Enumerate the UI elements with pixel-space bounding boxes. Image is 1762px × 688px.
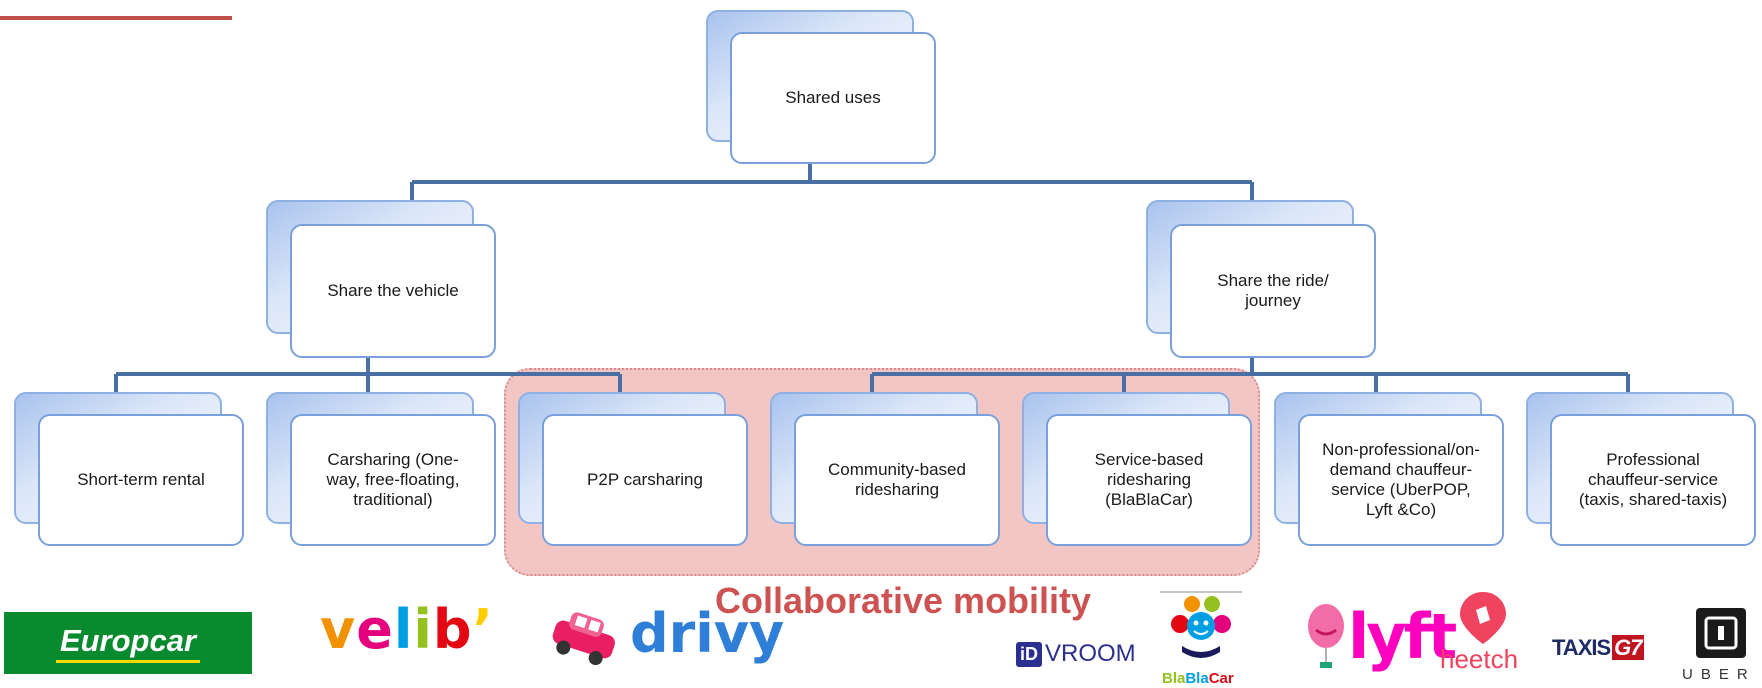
node-shared-uses-label: Shared uses: [730, 32, 936, 164]
idvroom-id-mark: iD: [1016, 641, 1042, 667]
uber-logo-text: UBER: [1682, 666, 1756, 683]
node-share-ride-label: Share the ride/ journey: [1170, 224, 1376, 358]
heetch-logo: heetch: [1440, 590, 1530, 674]
node-p2p-carsharing: P2P carsharing: [518, 392, 748, 546]
blablacar-dots-icon: [1160, 591, 1242, 658]
connector-root: [410, 160, 1254, 203]
connector-vehicle: [114, 357, 622, 393]
leaf-label: Short-term rental: [38, 414, 244, 546]
node-community-ridesharing: Community-based ridesharing: [770, 392, 1000, 546]
heetch-pin-icon: [1460, 592, 1506, 644]
node-nonprofessional-chauffeur: Non-professional/on- demand chauffeur- s…: [1274, 392, 1504, 546]
node-shared-uses: Shared uses: [706, 10, 936, 164]
lyft-logo-text: lyft: [1348, 600, 1457, 673]
node-carsharing: Carsharing (One- way, free-floating, tra…: [266, 392, 496, 546]
connector-ride: [870, 357, 1630, 393]
heetch-logo-text: heetch: [1440, 644, 1519, 674]
node-share-vehicle-label: Share the vehicle: [290, 224, 496, 358]
europcar-logo-text: Europcar: [55, 623, 201, 663]
node-share-vehicle: Share the vehicle: [266, 200, 496, 358]
europcar-logo: Europcar: [4, 612, 252, 674]
pink-mustache-balloon-icon: [1308, 604, 1344, 668]
drivy-logo: drivy: [548, 602, 784, 671]
leaf-label: Carsharing (One- way, free-floating, tra…: [290, 414, 496, 546]
node-service-ridesharing: Service-based ridesharing (BlaBlaCar): [1022, 392, 1252, 546]
idvroom-text: VROOM: [1045, 640, 1136, 667]
leaf-label: P2P carsharing: [542, 414, 748, 546]
idvroom-logo: iD VROOM: [1016, 640, 1136, 668]
uber-square-icon: [1696, 608, 1746, 658]
leaf-label: Service-based ridesharing (BlaBlaCar): [1046, 414, 1252, 546]
accent-bar: [0, 16, 232, 20]
pink-car-icon: [552, 612, 615, 666]
node-share-ride: Share the ride/ journey: [1146, 200, 1376, 358]
blablacar-logo: BlaBlaCar: [1150, 590, 1252, 688]
leaf-label: Professional chauffeur-service (taxis, s…: [1550, 414, 1756, 546]
taxis-logo-text: TAXIS: [1552, 635, 1611, 660]
drivy-logo-text: drivy: [630, 602, 785, 665]
g7-logo-text: G7: [1612, 635, 1644, 660]
node-professional-chauffeur: Professional chauffeur-service (taxis, s…: [1526, 392, 1756, 546]
velib-logo: velib’: [320, 598, 495, 661]
collaborative-mobility-label: Collaborative mobility: [715, 580, 1092, 621]
blablacar-logo-text: BlaBlaCar: [1162, 670, 1234, 687]
leaf-label: Non-professional/on- demand chauffeur- s…: [1298, 414, 1504, 546]
node-short-term-rental: Short-term rental: [14, 392, 244, 546]
lyft-logo: lyft: [1304, 600, 1457, 677]
uber-logo: UBER: [1682, 606, 1762, 688]
leaf-label: Community-based ridesharing: [794, 414, 1000, 546]
